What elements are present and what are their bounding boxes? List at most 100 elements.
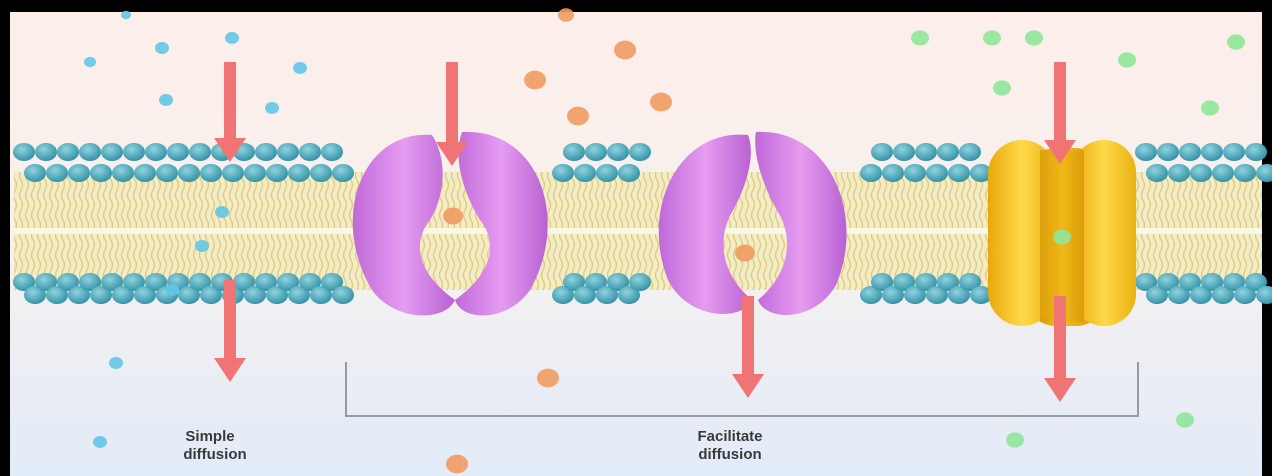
green-molecule [911, 30, 929, 45]
phospholipid-head [629, 143, 651, 161]
label-facilitated-line1: Facilitate [697, 428, 762, 445]
blue-molecule [109, 357, 123, 369]
arrow-shaft [446, 62, 458, 144]
arrow-shaft [1054, 62, 1066, 142]
phospholipid-head [1157, 143, 1179, 161]
orange-molecule [650, 93, 672, 112]
orange-molecule [524, 71, 546, 90]
phospholipid-head [871, 143, 893, 161]
label-simple-line1: Simple [185, 428, 234, 445]
green-molecule [1006, 432, 1024, 447]
phospholipid-head [288, 164, 310, 182]
orange-molecule [614, 41, 636, 60]
phospholipid-head [1212, 164, 1234, 182]
phospholipid-head [1135, 143, 1157, 161]
blue-molecule [195, 240, 209, 252]
phospholipid-head [222, 164, 244, 182]
phospholipid-head [266, 164, 288, 182]
arrow-shaft [224, 62, 236, 140]
label-facilitated-line2: diffusion [698, 446, 761, 463]
phospholipid-head [145, 143, 167, 161]
green-molecule [1025, 30, 1043, 45]
phospholipid-head [915, 143, 937, 161]
phospholipid-head [629, 273, 651, 291]
green-molecule [1053, 229, 1071, 244]
blue-molecule [225, 32, 239, 44]
phospholipid-head [112, 164, 134, 182]
orange-molecule [537, 369, 559, 388]
blue-molecule [265, 102, 279, 114]
phospholipid-head [35, 143, 57, 161]
arrow-shaft [1054, 296, 1066, 380]
blue-molecule [121, 11, 131, 20]
phospholipid-head [310, 164, 332, 182]
blue-molecule [159, 94, 173, 106]
phospholipid-head [1234, 164, 1256, 182]
green-molecule [1227, 34, 1245, 49]
orange-molecule [735, 245, 755, 262]
phospholipid-head [1179, 143, 1201, 161]
orange-molecule [558, 8, 574, 22]
green-molecule [1201, 100, 1219, 115]
phospholipid-head [156, 164, 178, 182]
phospholipid-head [321, 143, 343, 161]
phospholipid-head [101, 143, 123, 161]
phospholipid-head [552, 164, 574, 182]
phospholipid-head [1223, 143, 1245, 161]
phospholipid-head [893, 143, 915, 161]
phospholipid-head [1245, 143, 1267, 161]
phospholipid-head [24, 164, 46, 182]
phospholipid-head [13, 143, 35, 161]
phospholipid-head [277, 143, 299, 161]
phospholipid-head [959, 143, 981, 161]
phospholipid-head [1168, 164, 1190, 182]
phospholipid-head [123, 143, 145, 161]
phospholipid-head [596, 164, 618, 182]
phospholipid-head [134, 164, 156, 182]
green-molecule [983, 30, 1001, 45]
green-molecule [993, 80, 1011, 95]
phospholipid-head [563, 143, 585, 161]
phospholipid-head [926, 164, 948, 182]
phospholipid-head [1201, 143, 1223, 161]
phospholipid-head [574, 164, 596, 182]
phospholipid-head [57, 143, 79, 161]
orange-molecule [446, 455, 468, 474]
phospholipid-head [937, 143, 959, 161]
phospholipid-head [607, 143, 629, 161]
phospholipid-head [1190, 164, 1212, 182]
phospholipid-head [585, 143, 607, 161]
arrow-shaft [224, 280, 236, 360]
phospholipid-head [1146, 164, 1168, 182]
phospholipid-head [332, 286, 354, 304]
green-molecule [1176, 412, 1194, 427]
phospholipid-head [618, 164, 640, 182]
orange-molecule [443, 208, 463, 225]
phospholipid-head [255, 143, 277, 161]
phospholipid-head [189, 143, 211, 161]
blue-molecule [215, 206, 229, 218]
phospholipid-head [178, 164, 200, 182]
phospholipid-head [167, 143, 189, 161]
blue-molecule [155, 42, 169, 54]
green-molecule [1118, 52, 1136, 67]
blue-molecule [165, 284, 179, 296]
phospholipid-head [332, 164, 354, 182]
blue-molecule [84, 57, 96, 67]
phospholipid-head [904, 164, 926, 182]
label-facilitated-diffusion: Facilitate diffusion [697, 428, 762, 463]
phospholipid-head [882, 164, 904, 182]
orange-molecule [567, 107, 589, 126]
phospholipid-head [68, 164, 90, 182]
phospholipid-head [948, 164, 970, 182]
phospholipid-head [46, 164, 68, 182]
arrow-shaft [742, 296, 754, 376]
phospholipid-head [90, 164, 112, 182]
phospholipid-head [860, 164, 882, 182]
phospholipid-head [244, 164, 266, 182]
blue-molecule [293, 62, 307, 74]
label-simple-line2: diffusion [183, 446, 246, 463]
phospholipid-head [79, 143, 101, 161]
